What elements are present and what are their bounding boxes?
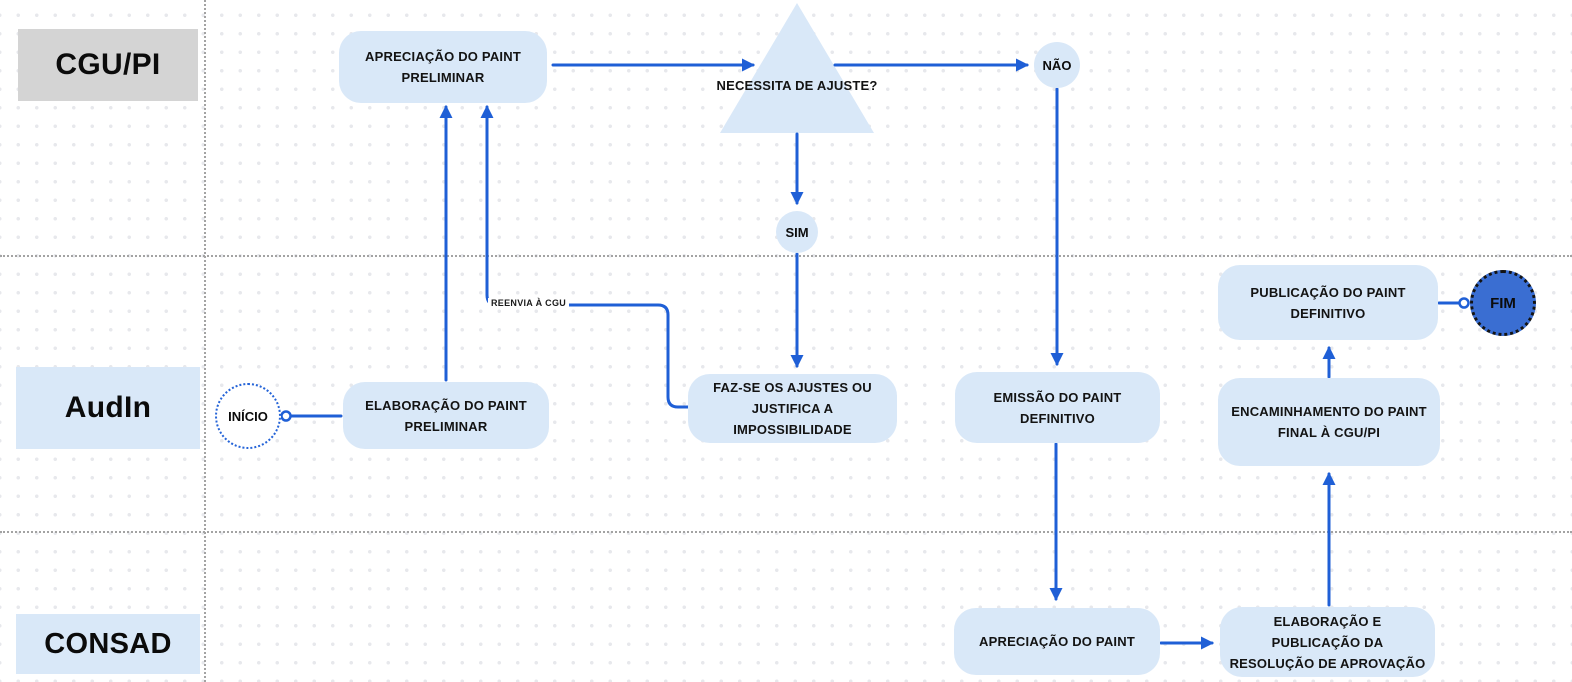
edge-fazse-apreciacao-reenvia — [480, 105, 690, 409]
edge-label-reenvia-a-cgu: REENVIA À CGU — [488, 298, 570, 308]
lane-label-cgu-pi: CGU/PI — [18, 29, 198, 101]
connection-dot-fim — [1458, 297, 1470, 309]
node-emissao-paint-definitivo: EMISSÃO DO PAINT DEFINITIVO — [955, 372, 1160, 443]
node-inicio: INÍCIO — [215, 383, 281, 449]
decision-triangle-shape — [720, 3, 874, 133]
branch-sim: SIM — [776, 211, 818, 253]
lane-label-audin: AudIn — [16, 367, 200, 449]
lane-header-divider — [204, 0, 206, 682]
decision-necessita-ajuste: NECESSITA DE AJUSTE? — [716, 78, 878, 93]
node-fim: FIM — [1470, 270, 1536, 336]
lane-divider-cgu-audin — [0, 255, 1572, 257]
lane-divider-audin-consad — [0, 531, 1572, 533]
node-faz-se-ajustes: FAZ-SE OS AJUSTES OU JUSTIFICA A IMPOSSI… — [688, 374, 897, 443]
node-encaminhamento-paint-final: ENCAMINHAMENTO DO PAINT FINAL À CGU/PI — [1218, 378, 1440, 466]
lane-label-consad: CONSAD — [16, 614, 200, 674]
node-apreciacao-paint-preliminar: APRECIAÇÃO DO PAINT PRELIMINAR — [339, 31, 547, 103]
node-elaboracao-resolucao: ELABORAÇÃO E PUBLICAÇÃO DA RESOLUÇÃO DE … — [1220, 607, 1435, 677]
lane-label-cgu-pi-text: CGU/PI — [55, 48, 161, 81]
lane-label-audin-text: AudIn — [64, 391, 152, 424]
branch-nao: NÃO — [1034, 42, 1080, 88]
lane-label-consad-text: CONSAD — [44, 627, 172, 660]
node-publicacao-paint-definitivo: PUBLICAÇÃO DO PAINT DEFINITIVO — [1218, 265, 1438, 340]
connection-dot-inicio — [280, 410, 292, 422]
node-elaboracao-paint-preliminar: ELABORAÇÃO DO PAINT PRELIMINAR — [343, 382, 549, 449]
node-apreciacao-do-paint: APRECIAÇÃO DO PAINT — [954, 608, 1160, 675]
